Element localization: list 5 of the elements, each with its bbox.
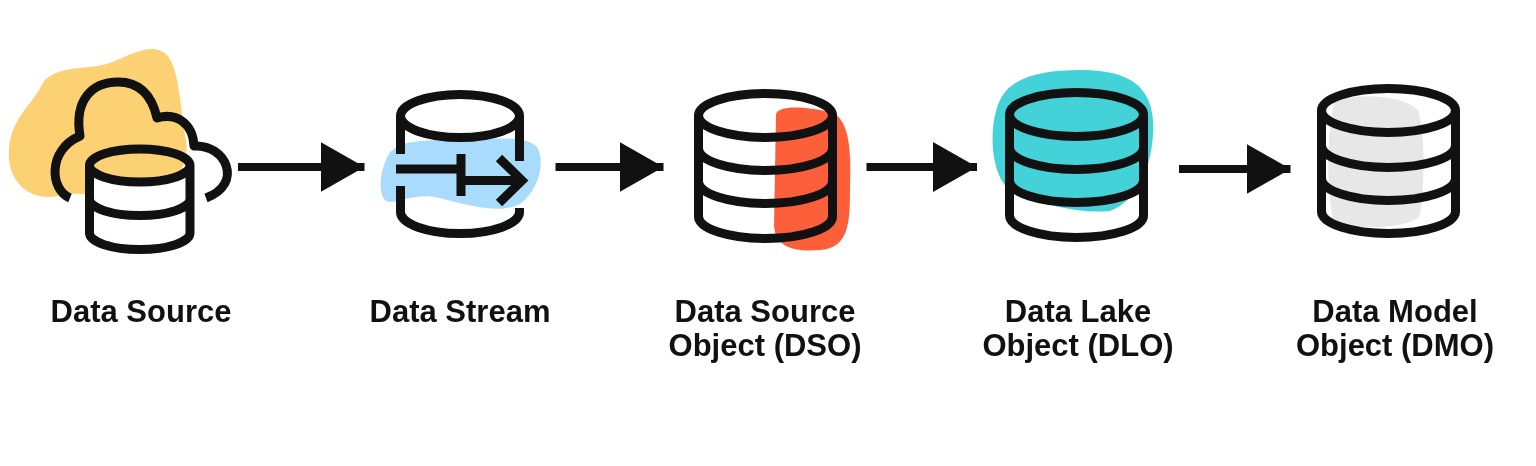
step-label: Data Source (49, 295, 233, 329)
step-label: Data Source Object (DSO) (667, 295, 863, 363)
step-label: Data Model Object (DMO) (1294, 295, 1496, 363)
step-label: Data Stream (368, 295, 552, 329)
step-label: Data Lake Object (DLO) (981, 295, 1175, 363)
